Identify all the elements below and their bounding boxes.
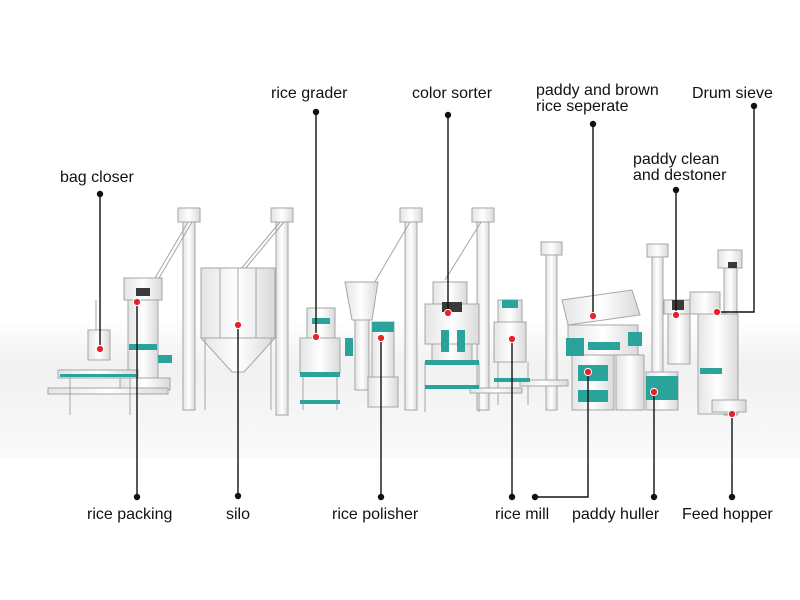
elevator-5 (540, 241, 563, 411)
label-color-sorter: color sorter (412, 86, 492, 102)
dark-details (136, 262, 737, 312)
label-feed-hopper-text: Feed hopper (682, 506, 773, 523)
label-rice-mill-text: rice mill (495, 506, 550, 523)
label-drum-sieve: Drum sieve (692, 86, 773, 102)
marker-paddy-brown-sep (588, 311, 598, 321)
label-rice-grader: rice grader (271, 86, 347, 102)
marker-drum-sieve (712, 307, 722, 317)
marker-paddy-huller (649, 387, 659, 397)
marker-silo (233, 320, 243, 330)
marker-rice-mill (507, 334, 517, 344)
label-bag-closer: bag closer (60, 170, 134, 186)
label-drum-sieve-text: Drum sieve (692, 85, 773, 102)
elevator-4 (444, 207, 495, 411)
label-feed-hopper: Feed hopper (682, 507, 773, 523)
marker-rice-packing (132, 297, 142, 307)
rice-polisher-structure (344, 281, 399, 408)
dot-drum-sieve (750, 102, 758, 110)
label-rice-mill: rice mill (495, 507, 549, 523)
destoner-structure (663, 291, 747, 415)
label-rice-packing-text: rice packing (87, 506, 173, 523)
elevator-3 (369, 207, 423, 411)
label-paddy-brown-sep-line1: paddy and brown (536, 82, 659, 99)
rice-grader-structure (299, 307, 341, 410)
dot-paddy-clean (672, 186, 680, 194)
dot-rice-grader (312, 108, 320, 116)
label-paddy-clean-line1: paddy clean (633, 151, 720, 168)
label-dots (96, 102, 758, 501)
marker-rice-polisher (376, 333, 386, 343)
label-rice-grader-text: rice grader (271, 85, 348, 102)
dot-rice-packing (133, 493, 141, 501)
label-silo: silo (226, 507, 250, 523)
elevator-2 (239, 207, 294, 416)
label-paddy-brown-sep: paddy and brown rice seperate (536, 83, 659, 115)
elevator-1 (147, 207, 201, 411)
leader-lines (99, 106, 755, 498)
label-color-sorter-text: color sorter (412, 85, 493, 102)
label-paddy-brown-sep-line2: rice seperate (536, 98, 629, 115)
dot-feed-hopper (728, 493, 736, 501)
dot-silo (234, 492, 242, 500)
dot-color-sorter (444, 111, 452, 119)
label-paddy-huller-text: paddy huller (572, 506, 660, 523)
marker-bag-closer (95, 344, 105, 354)
dot-rice-mill-branch (531, 493, 539, 501)
dot-paddy-brown-sep (589, 120, 597, 128)
marker-feed-hopper (727, 409, 737, 419)
packing-machine (47, 277, 171, 415)
red-markers (95, 297, 737, 419)
label-bag-closer-text: bag closer (60, 169, 134, 186)
label-paddy-huller: paddy huller (572, 507, 659, 523)
dot-rice-polisher (377, 493, 385, 501)
marker-rice-mill-branch (583, 367, 593, 377)
dot-rice-mill (508, 493, 516, 501)
leader-drum-sieve (717, 106, 755, 313)
marker-color-sorter (443, 308, 453, 318)
label-paddy-clean: paddy clean and destoner (633, 152, 726, 184)
label-rice-polisher: rice polisher (332, 507, 418, 523)
marker-rice-grader (311, 332, 321, 342)
dot-bag-closer (96, 190, 104, 198)
label-rice-packing: rice packing (87, 507, 172, 523)
marker-paddy-clean (671, 310, 681, 320)
label-silo-text: silo (226, 506, 251, 523)
dot-paddy-huller (650, 493, 658, 501)
label-rice-polisher-text: rice polisher (332, 506, 419, 523)
leader-rice-mill-branch (535, 372, 589, 498)
label-paddy-clean-line2: and destoner (633, 167, 727, 184)
conveyor (469, 379, 569, 394)
